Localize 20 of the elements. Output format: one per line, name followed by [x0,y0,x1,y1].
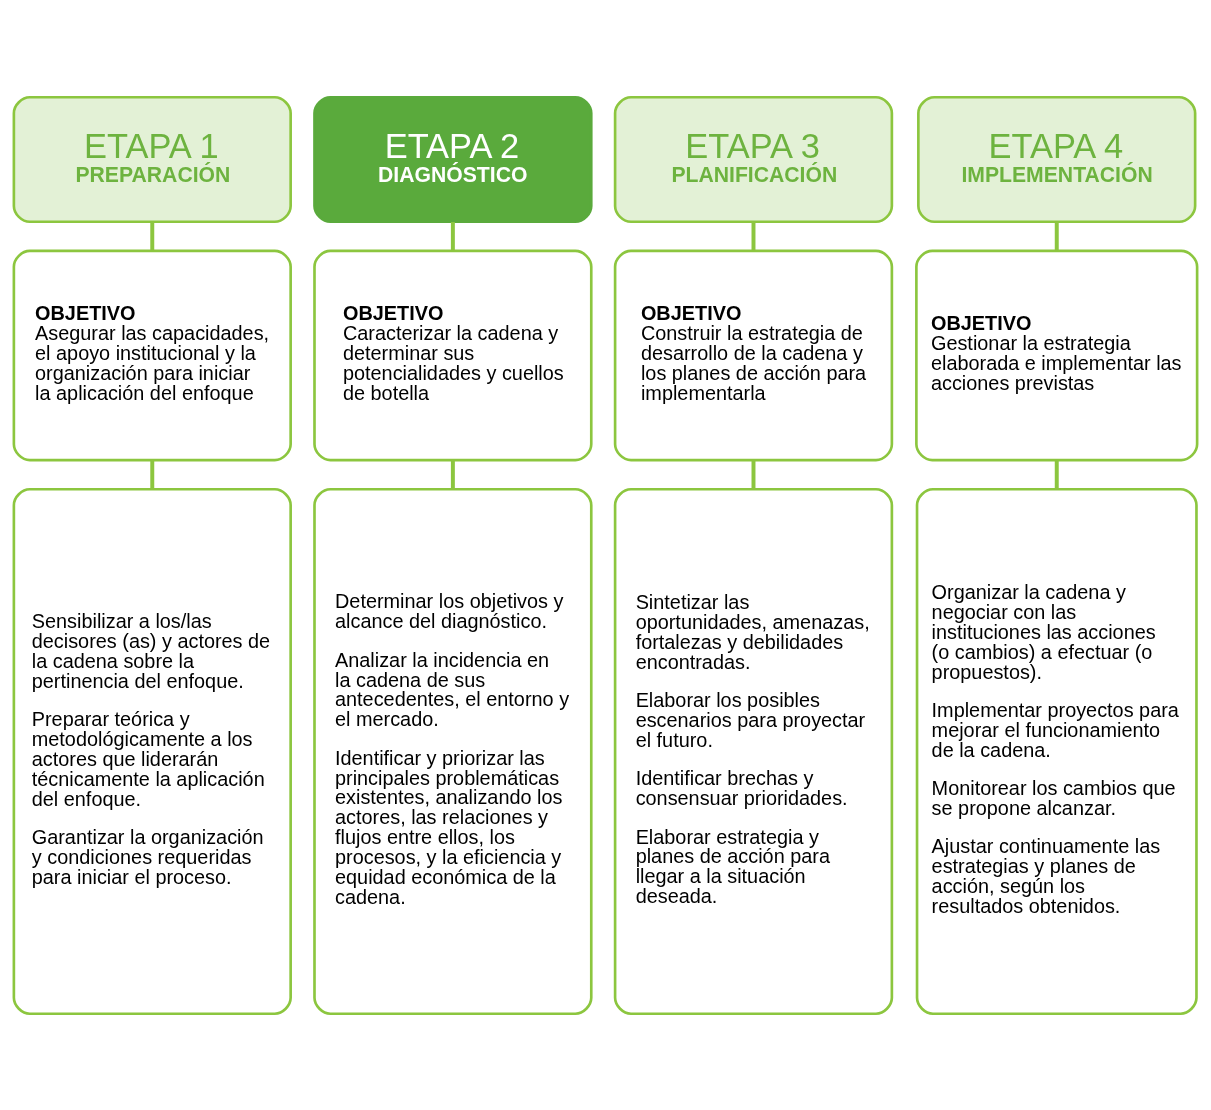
node-box: Organizar la cadena y negociar con las instituciones las acciones (o cambios) a efectuar (o propuestos). Implementar proyectos para mejorar el funcionamiento de la cadena. Monitorear los cambios que se propone alcanzar. Ajustar continuamente las estrategias y planes de acción, según los resultados obtenidos. [915,487,1198,1015]
node-box: Determinar los objetivos y alcance del diagnóstico. Analizar la incidencia en la cadena de sus antecedentes, el entorno y el mercado. Identificar y priorizar las principales problemáticas existentes, analizando los actores, las relaciones y flujos entre ellos, los procesos, y la eficiencia y equidad económica de la cadena. [313,487,593,1015]
node-box: OBJETIVO Asegurar las capacidades, el apoyo institucional y la organización para iniciar la aplicación del enfoque [12,249,292,461]
node-box: OBJETIVO Gestionar la estrategia elaborada e implementar las acciones previstas [915,249,1199,461]
node-box: OBJETIVO Caracterizar la cadena y determinar sus potencialidades y cuellos de botella [313,249,593,461]
connector [150,459,155,489]
node-box: ETAPA 4 IMPLEMENTACIÓN [917,95,1197,223]
connector [450,459,455,489]
connector [450,221,455,251]
connector [1054,221,1059,251]
node-box: ETAPA 2 DIAGNÓSTICO [313,95,593,223]
connector [751,221,756,251]
node-box: ETAPA 3 PLANIFICACIÓN [613,95,894,223]
node-box: ETAPA 1 PREPARACIÓN [12,95,292,223]
node-box: Sintetizar las oportunidades, amenazas, fortalezas y debilidades encontradas. Elaborar los posibles escenarios para proyectar el futuro. Identificar brechas y consensuar prioridades. Elaborar estrategia y planes de acción para llegar a la situación deseada. [613,487,894,1015]
node-box: OBJETIVO Construir la estrategia de desarrollo de la cadena y los planes de acción para implementarla [613,249,894,461]
connector [150,221,155,251]
connector [1054,459,1059,489]
node-box: Sensibilizar a los/las decisores (as) y actores de la cadena sobre la pertinencia del enfoque. Preparar teórica y metodológicamente a los actores que liderarán técnicamente la aplicación del enfoque. Garantizar la organización y condiciones requeridas para iniciar el proceso. [12,487,292,1015]
connector [751,459,756,489]
